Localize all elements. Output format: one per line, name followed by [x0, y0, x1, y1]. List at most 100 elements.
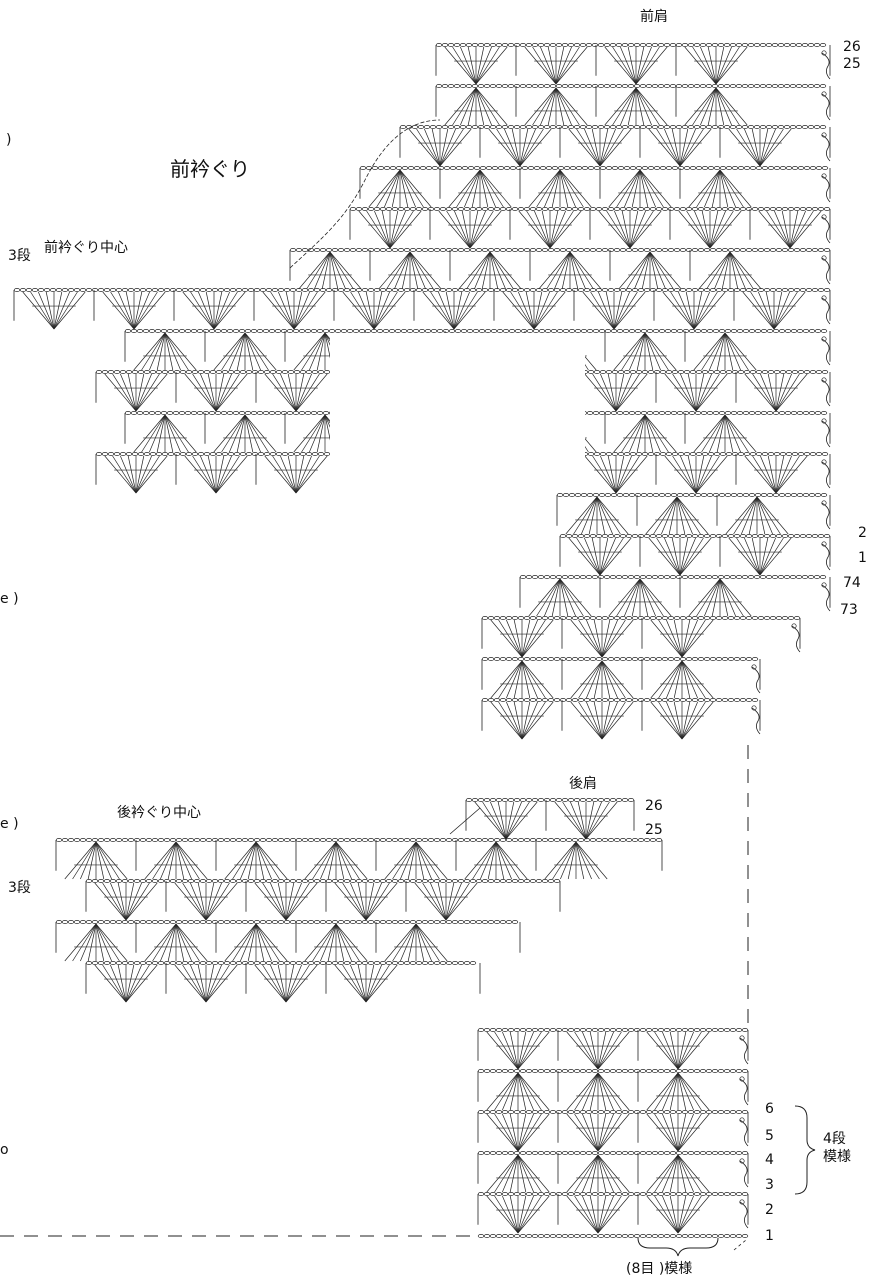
chain-stitch — [813, 125, 821, 129]
treble-stitch — [568, 537, 601, 576]
treble-stitch — [407, 841, 417, 880]
treble-stitch — [190, 882, 207, 921]
chain-stitch — [175, 879, 183, 883]
treble-stitch — [634, 251, 651, 290]
chain-stitch — [495, 1069, 503, 1073]
chain-stitch — [609, 1234, 617, 1238]
treble-stitch — [612, 87, 637, 126]
chain-stitch — [715, 698, 723, 702]
edge-chain-loop — [751, 666, 761, 694]
treble-stitch — [590, 291, 615, 330]
treble-stitch — [586, 701, 603, 740]
chain-stitch — [757, 248, 765, 252]
treble-stitch — [672, 455, 697, 494]
chain-stitch — [173, 452, 181, 456]
chain-stitch — [706, 493, 714, 497]
chain-stitch — [483, 798, 491, 802]
chain-stitch — [211, 961, 219, 965]
chain-stitch — [781, 534, 789, 538]
chain-stitch — [277, 288, 285, 292]
treble-stitch — [589, 1072, 599, 1111]
treble-stitch — [695, 373, 720, 412]
treble-stitch — [554, 801, 587, 840]
chain-stitch — [703, 288, 711, 292]
treble-stitch — [635, 87, 668, 126]
chain-stitch — [601, 288, 609, 292]
treble-stitch — [244, 414, 261, 453]
stitch-brace — [637, 1237, 719, 1257]
chain-stitch — [657, 1192, 665, 1196]
chain-stitch — [663, 1069, 671, 1073]
chain-stitch — [589, 698, 597, 702]
chain-stitch — [688, 329, 696, 333]
treble-stitch — [255, 923, 272, 962]
treble-stitch — [681, 701, 691, 740]
treble-stitch — [135, 455, 168, 494]
chain-stitch — [157, 288, 165, 292]
chain-stitch — [649, 838, 657, 842]
treble-stitch — [724, 332, 757, 371]
chain-stitch — [209, 452, 217, 456]
chain-stitch — [349, 920, 357, 924]
chain-stitch — [730, 411, 738, 415]
chain-stitch — [647, 166, 655, 170]
row-number: 26 — [645, 798, 663, 814]
chain-stitch — [669, 43, 677, 47]
treble-stitch — [596, 496, 629, 535]
chain-stitch — [717, 1110, 725, 1114]
treble-stitch — [605, 291, 615, 330]
chain-stitch — [409, 248, 417, 252]
chain-stitch — [109, 838, 117, 842]
treble-stitch — [570, 701, 603, 740]
chain-stitch — [549, 798, 557, 802]
treble-stitch — [559, 578, 584, 617]
treble-stitch — [606, 210, 631, 249]
chain-stitch — [459, 84, 467, 88]
chain-stitch — [687, 1069, 695, 1073]
chain-stitch — [124, 329, 132, 333]
treble-stitch — [677, 1031, 710, 1070]
chain-stitch — [331, 288, 339, 292]
chain-stitch — [543, 125, 551, 129]
chain-stitch — [67, 920, 75, 924]
treble-stitch — [517, 1031, 542, 1070]
chain-stitch — [673, 657, 681, 661]
treble-stitch — [566, 1154, 599, 1193]
chain-stitch — [377, 166, 385, 170]
treble-stitch — [466, 251, 491, 290]
treble-stitch — [750, 291, 775, 330]
chain-stitch — [747, 575, 755, 579]
treble-stitch — [559, 169, 576, 208]
chain-stitch — [655, 616, 663, 620]
treble-stitch — [293, 291, 303, 330]
chain-stitch — [493, 657, 501, 661]
chain-stitch — [547, 879, 555, 883]
chain-stitch — [717, 1028, 725, 1032]
chain-stitch — [451, 288, 459, 292]
treble-stitch — [190, 964, 207, 1003]
chain-stitch — [639, 1110, 647, 1114]
chain-stitch — [371, 166, 379, 170]
chain-stitch — [305, 370, 313, 374]
treble-stitch — [519, 128, 544, 167]
treble-stitch — [533, 291, 550, 330]
chain-stitch — [483, 125, 491, 129]
chain-stitch — [73, 288, 81, 292]
chain-stitch — [619, 698, 627, 702]
treble-stitch — [559, 169, 569, 208]
treble-stitch — [365, 964, 398, 1003]
chain-stitch — [460, 329, 468, 333]
chain-stitch — [463, 288, 471, 292]
row-number: 1 — [858, 550, 867, 566]
chain-stitch — [712, 493, 720, 497]
chain-stitch — [223, 961, 231, 965]
chain-stitch — [663, 575, 671, 579]
treble-stitch — [596, 496, 613, 535]
treble-stitch — [585, 801, 602, 840]
chain-stitch — [217, 920, 225, 924]
treble-stitch — [546, 251, 571, 290]
edge-chain-loop — [821, 297, 831, 325]
chain-stitch — [496, 329, 504, 333]
edge-chain-loop — [821, 93, 831, 121]
treble-stitch — [789, 210, 814, 249]
